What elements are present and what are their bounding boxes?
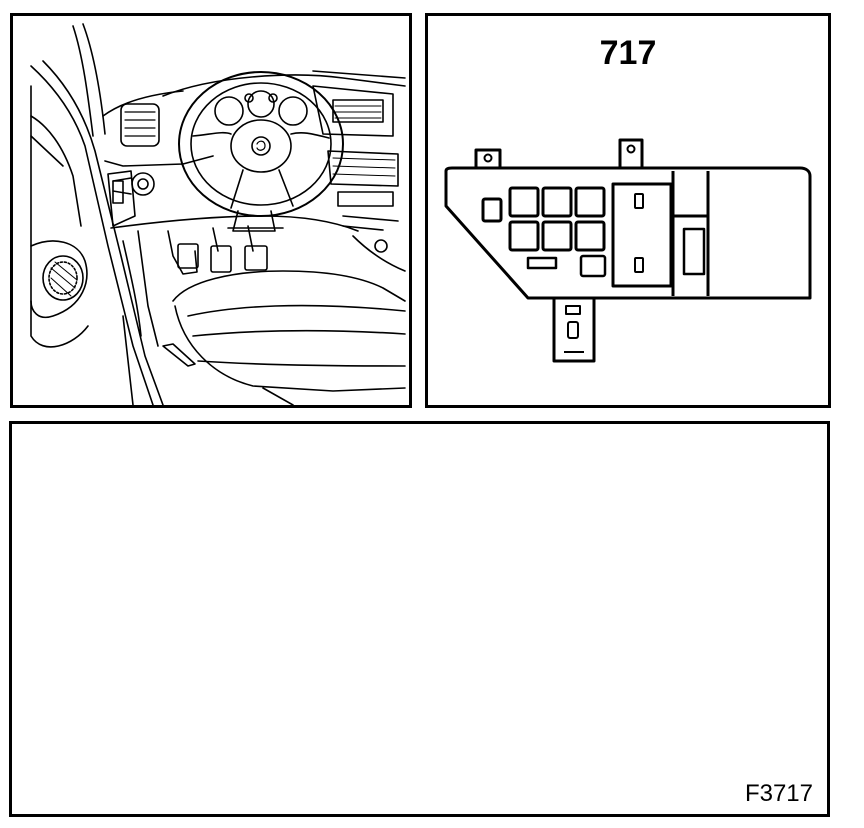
component-number-label: 717 — [599, 34, 657, 72]
figure-code: F3717 — [744, 780, 813, 807]
component-717-panel: 717 — [425, 13, 831, 408]
car-interior-illustration — [30, 23, 406, 405]
interior-view-panel — [10, 13, 412, 408]
notes-panel: F3717 — [9, 421, 830, 817]
relay-box-717-diagram — [444, 138, 812, 363]
